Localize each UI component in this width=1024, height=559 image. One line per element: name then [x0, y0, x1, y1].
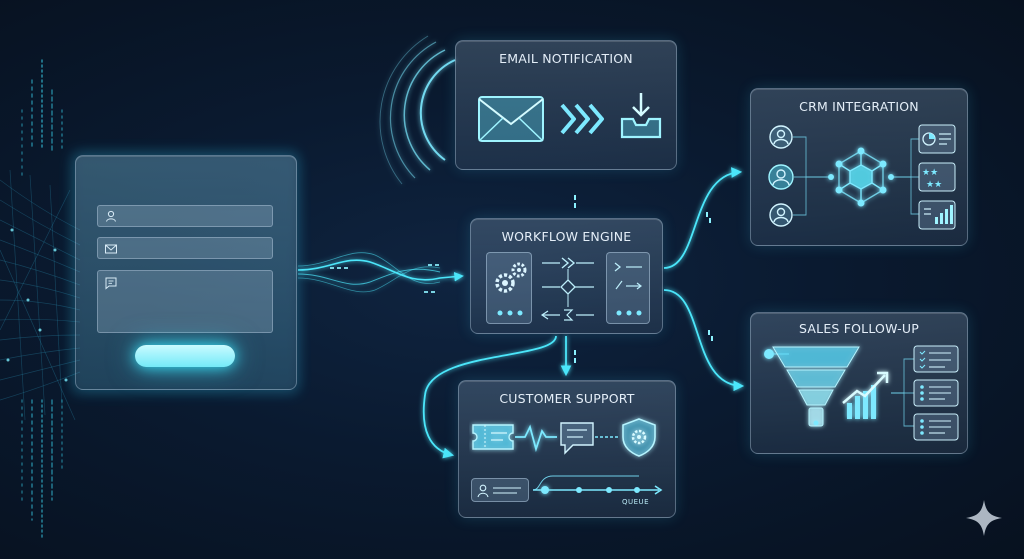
- forward-chevrons-icon: [560, 103, 604, 135]
- message-icon: [105, 277, 117, 290]
- gears-panel: [486, 252, 532, 324]
- submit-button[interactable]: [135, 345, 235, 367]
- dots-icon: [497, 310, 523, 316]
- sales-follow-up-card: SALES FOLLOW-UP: [750, 312, 968, 454]
- stars-icon: ★★ ★★: [922, 168, 942, 190]
- envelope-icon: [478, 96, 544, 142]
- crm-network-diagram: ★★ ★★: [768, 124, 956, 230]
- card-title: CUSTOMER SUPPORT: [499, 391, 635, 406]
- customer-support-card: CUSTOMER SUPPORT: [458, 380, 676, 518]
- pulse-line-icon: [515, 424, 557, 453]
- email-field[interactable]: [97, 237, 273, 259]
- output-panel: [606, 252, 650, 324]
- card-title: EMAIL NOTIFICATION: [499, 51, 633, 66]
- queue-timeline: [532, 475, 663, 495]
- gears-icon: [495, 262, 527, 293]
- support-flow-diagram: [472, 418, 656, 457]
- card-title: CRM INTEGRATION: [799, 99, 919, 114]
- agent-panel: [471, 478, 529, 502]
- contacts-icons: [768, 125, 794, 227]
- crm-integration-card: CRM INTEGRATION: [750, 88, 968, 246]
- logic-flow-icon: [540, 257, 594, 321]
- workflow-engine-card: WORKFLOW ENGINE: [470, 218, 663, 334]
- card-title: WORKFLOW ENGINE: [501, 229, 632, 244]
- name-field[interactable]: [97, 205, 273, 227]
- workflow-to-support-connector: [422, 335, 572, 459]
- workflow-to-sales-connector: [663, 289, 745, 392]
- routing-icon: [614, 262, 642, 290]
- svg-text:★★: ★★: [922, 168, 938, 178]
- email-notification-card: EMAIL NOTIFICATION: [455, 40, 677, 170]
- queue-label: QUEUE: [622, 498, 650, 506]
- workflow-to-crm-connector: [663, 167, 743, 269]
- chat-bubble-icon: [560, 422, 594, 455]
- hub-icon: [828, 147, 894, 207]
- growth-chart-icon: [842, 371, 889, 419]
- sparkle-icon: [966, 500, 1002, 536]
- card-title: SALES FOLLOW-UP: [799, 321, 919, 336]
- sales-funnel-diagram: [764, 345, 959, 441]
- svg-text:★★: ★★: [926, 180, 942, 190]
- shield-gear-icon: [622, 418, 656, 457]
- data-streams: [21, 59, 63, 541]
- bar-chart-icon: [924, 205, 953, 224]
- pie-chart-icon: [922, 132, 951, 146]
- dots-icon: [616, 310, 642, 316]
- mail-icon: [105, 244, 117, 254]
- agent-card-icon: [477, 484, 521, 498]
- signal-ripples: [379, 35, 456, 185]
- form-to-workflow-connector: [297, 252, 464, 293]
- wire-mesh: [0, 169, 81, 421]
- checklist-icons: [919, 350, 951, 435]
- ticket-icon: [472, 424, 514, 450]
- inbox-icon: [620, 93, 662, 139]
- funnel-icon: [764, 346, 860, 427]
- user-icon: [106, 210, 116, 222]
- message-field[interactable]: [97, 270, 273, 333]
